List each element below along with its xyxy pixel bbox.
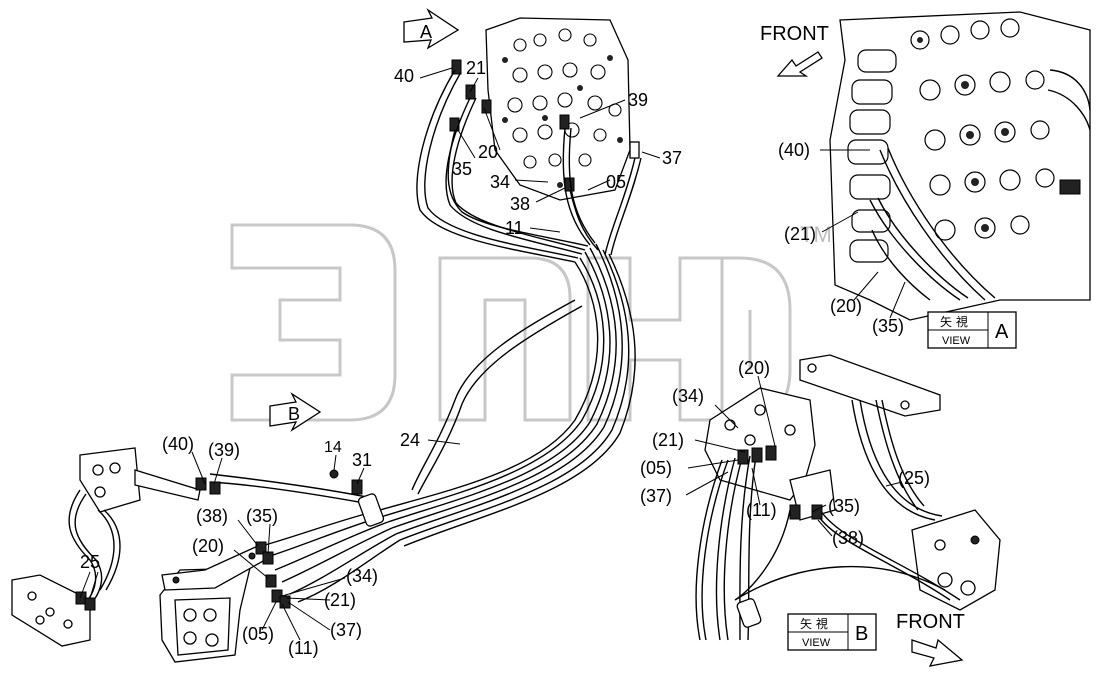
control-valve-main (449, 17, 640, 201)
part-label-39: 39 (628, 90, 648, 110)
view-box-b-view: VIEW (802, 637, 831, 649)
part-label-31: 31 (352, 450, 372, 470)
main-part-labels: 40 21 39 20 35 37 34 05 38 11 24 14 31 2… (80, 58, 682, 572)
part-label-37: 37 (662, 148, 682, 168)
left-label-20: (20) (192, 536, 224, 556)
pilot-valve-left (159, 541, 291, 663)
trademark-mark: TM (800, 222, 832, 247)
view-box-a-letter: A (995, 321, 1009, 343)
part-label-14: 14 (324, 439, 342, 456)
view-a-labels: (40) (21) (20) (35) (778, 140, 904, 336)
part-label-11: 11 (505, 218, 524, 238)
view-box-a-kanji: 矢 視 (940, 314, 968, 329)
watermark-logo: TM (230, 222, 832, 422)
view-b-label-05: (05) (640, 458, 672, 478)
left-label-35: (35) (246, 506, 278, 526)
part-label-38: 38 (510, 194, 530, 214)
part-label-40: 40 (394, 66, 414, 86)
front-arrow-view-a: FRONT (760, 23, 829, 77)
view-b-label-38: (38) (832, 528, 864, 548)
detail-view-b (695, 354, 1001, 641)
detail-view-a (829, 11, 1091, 321)
left-label-37: (37) (330, 620, 362, 640)
view-a-label-21: (21) (784, 224, 816, 244)
view-b-label-37: (37) (640, 486, 672, 506)
part-label-35: 35 (452, 159, 472, 179)
view-a-label-40: (40) (778, 140, 810, 160)
left-assembly-labels: (40) (39) (38) (35) (20) (34) (21) (37) … (162, 434, 378, 658)
view-b-label-20: (20) (738, 358, 770, 378)
front-label-view-a: FRONT (760, 23, 829, 45)
part-label-24: 24 (400, 430, 420, 450)
part-label-25: 25 (80, 552, 100, 572)
leader-lines (79, 67, 906, 641)
front-arrow-view-b: FRONT (896, 611, 965, 667)
view-b-labels: (20) (34) (21) (05) (37) (11) (35) (25) … (640, 358, 930, 548)
view-b-label-11: (11) (746, 500, 777, 520)
view-b-label-25: (25) (898, 468, 930, 488)
front-label-view-b: FRONT (896, 611, 965, 633)
part-label-20: 20 (478, 142, 498, 162)
view-a-label-20: (20) (830, 296, 862, 316)
view-marker-a: A (403, 8, 460, 50)
part-label-21: 21 (466, 58, 486, 78)
view-marker-b-letter: B (288, 404, 300, 424)
part-label-05: 05 (606, 172, 626, 192)
manifold-block-left (11, 574, 96, 647)
view-box-a: 矢 視 VIEW A (927, 311, 1017, 349)
view-marker-b: B (269, 392, 322, 432)
part-label-34: 34 (490, 172, 510, 192)
view-box-b-kanji: 矢 視 (800, 616, 828, 631)
left-label-34: (34) (346, 566, 378, 586)
left-label-40: (40) (162, 434, 194, 454)
view-box-a-view: VIEW (942, 335, 971, 347)
view-b-label-21: (21) (652, 430, 684, 450)
left-label-11: (11) (288, 638, 319, 658)
view-box-b-letter: B (855, 623, 868, 645)
view-a-label-35: (35) (872, 316, 904, 336)
view-b-label-35: (35) (828, 496, 860, 516)
view-b-label-34: (34) (672, 386, 704, 406)
left-label-38: (38) (196, 506, 228, 526)
view-box-b: 矢 視 VIEW B (787, 613, 877, 651)
left-label-21: (21) (324, 590, 356, 610)
left-label-39: (39) (208, 440, 240, 460)
view-marker-a-letter: A (420, 22, 432, 42)
left-label-05: (05) (242, 624, 274, 644)
